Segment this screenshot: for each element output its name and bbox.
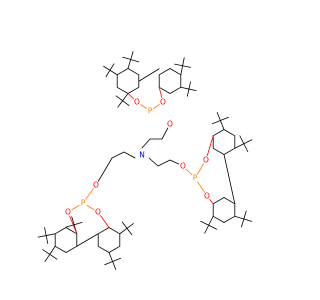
right-lower-tbu-ortho-methyl-3: [208, 224, 218, 230]
left-tbu-ortho-methyl-2: [73, 221, 83, 226]
right-ester-oxygen-background: [178, 161, 188, 171]
right-upper-tbu-para-methyl-3: [239, 135, 245, 145]
top-right-tbu-outer-methyl-2: [182, 65, 192, 68]
right-lower-tbu-para-stem: [108, 252, 113, 262]
top-left-tbu-ortho-methyl-1: [117, 100, 123, 108]
top-right-tbu-ortho-methyl-2: [186, 88, 190, 97]
top-right-tbu-outer-stem: [180, 65, 184, 76]
top-phosphorus: P: [148, 107, 153, 116]
left-tbu-para-stem: [49, 245, 56, 255]
right-lower-tbu-para-methyl-3: [112, 257, 121, 262]
left-ester-oxygen: O: [93, 181, 99, 190]
top-left-tbu-outer-methyl-2: [109, 63, 115, 71]
left-tbu-para-methyl-1: [44, 253, 51, 262]
right-lower-ring-b: [212, 197, 236, 223]
left-lower-ring: [54, 227, 78, 253]
top-left-tbu-outer-methyl-3: [105, 69, 111, 78]
top-oxygen-1: O: [134, 98, 140, 107]
right-upper-tbu-para-stem: [234, 143, 245, 149]
core-arm-left: [111, 151, 136, 159]
right-lower-tbu-ortho-methyl-2: [126, 227, 133, 236]
top-ester-oxygen: O: [167, 120, 173, 129]
top-phosphorus-background: [145, 106, 155, 116]
top-left-tbu-outer-methyl-1: [103, 65, 111, 71]
left-tbu-para-methyl-3: [49, 253, 58, 260]
right-lower-ring: [97, 227, 121, 253]
central-nitrogen-background: [137, 150, 147, 160]
heteroatom-bond-layer: [67, 86, 214, 235]
bond-layer: [37, 51, 253, 270]
right-ester-oxygen: O: [180, 162, 186, 171]
right-oxygen-1: O: [203, 156, 209, 165]
left-tbu-outer-methyl-3: [45, 235, 49, 244]
right-lower-tbu-para-methyl-2: [104, 261, 113, 266]
left-tbu-ortho-methyl-3: [65, 224, 75, 228]
left-tbu-para-methyl-2: [42, 249, 51, 255]
top-left-tbu-outer-stem: [109, 69, 118, 76]
right-lower-tbu-para-methyl-1: [243, 218, 253, 222]
left-oxygen-2-background: [93, 207, 103, 217]
right-lower-tbu-ortho-stem: [119, 227, 128, 235]
right-oxygen-2: O: [204, 192, 210, 201]
top-right-ring: [158, 68, 182, 94]
top-right-tbu-ortho-stem: [180, 86, 190, 90]
right-lower-tbu-ortho-methyl-2: [200, 220, 210, 226]
right-c-o-bond-1: [205, 135, 214, 161]
top-left-tbu-para-stem: [127, 59, 132, 69]
top-biaryl-bond: [138, 68, 160, 82]
right-lower-tbu-para-methyl-3: [243, 210, 247, 220]
top-left-tbu-para-methyl-3: [122, 56, 132, 60]
right-lower-tbu-ortho-methyl-1: [204, 224, 210, 234]
right-upper-tbu-ortho-methyl-1: [216, 112, 221, 121]
right-upper-tbu-ortho-stem: [219, 120, 225, 130]
top-oxygen-2-background: [158, 97, 168, 107]
right-lower-tbu-ortho-stem: [208, 215, 214, 226]
left-tbu-ortho-methyl-1: [71, 216, 75, 226]
left-oxygen-1-background: [63, 207, 73, 217]
right-oxygen-1-background: [201, 155, 211, 165]
top-left-tbu-ortho-stem: [122, 93, 129, 102]
core-arm-right: [148, 157, 184, 167]
top-right-tbu-outer-methyl-1: [182, 57, 185, 67]
left-tbu-outer-methyl-1: [37, 235, 47, 238]
right-lower-tbu-para-stem: [234, 215, 245, 220]
left-ethylene-link: [95, 157, 113, 186]
right-lower-tbu-para-methyl-2: [241, 218, 245, 228]
right-upper-tbu-ortho-methyl-2: [219, 116, 229, 121]
right-upper-tbu-para-methyl-2: [243, 143, 249, 153]
right-upper-ring: [212, 129, 236, 155]
top-ester-oxygen-background: [165, 119, 175, 129]
right-lower-tbu-ortho-methyl-3: [121, 221, 128, 229]
right-oxygen-2-background: [202, 191, 212, 201]
right-upper-tbu-ortho-methyl-3: [211, 120, 221, 125]
central-nitrogen: N: [139, 151, 145, 160]
left-biaryl-bond: [76, 233, 99, 247]
left-tbu-outer-methyl-2: [44, 227, 47, 236]
right-phosphorus: P: [193, 174, 198, 183]
right-lower-tbu-para-methyl-1: [112, 261, 117, 270]
top-right-tbu-outer-methyl-3: [174, 63, 184, 67]
top-left-tbu-para-methyl-1: [130, 51, 134, 60]
core-arm-up: [141, 123, 171, 149]
top-oxygen-1-background: [132, 97, 142, 107]
left-oxygen-1: O: [65, 208, 71, 217]
left-ester-oxygen-background: [91, 180, 101, 190]
top-left-tbu-ortho-methyl-3: [122, 100, 130, 106]
right-phosphorus-background: [190, 173, 200, 183]
top-oxygen-2: O: [160, 98, 166, 107]
right-biaryl-bond: [223, 154, 236, 205]
top-right-tbu-ortho-methyl-3: [188, 81, 191, 90]
left-oxygen-2: O: [95, 208, 101, 217]
left-phosphorus: P: [81, 199, 86, 208]
top-left-tbu-para-methyl-2: [130, 59, 140, 63]
top-left-ring: [116, 68, 140, 94]
right-lower-tbu-ortho-methyl-1: [126, 223, 134, 229]
left-phosphorus-background: [78, 198, 88, 208]
top-left-tbu-ortho-methyl-2: [115, 95, 123, 102]
left-tbu-outer-stem: [45, 233, 56, 236]
right-upper-tbu-para-methyl-1: [243, 139, 253, 145]
top-right-tbu-ortho-methyl-1: [188, 88, 197, 92]
